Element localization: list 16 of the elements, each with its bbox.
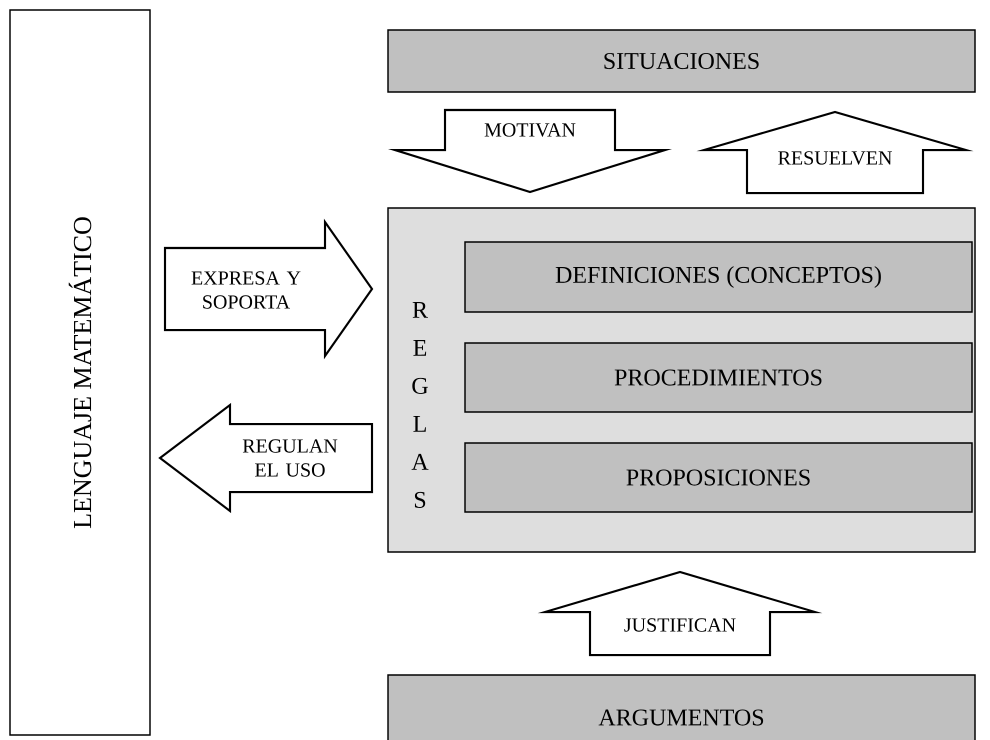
block-arrow xyxy=(388,108,672,194)
side-panel: LENGUAJE MATEMÁTICO xyxy=(9,9,151,736)
edge-label: RESUELVEN xyxy=(778,151,892,165)
edge-label: JUSTIFICAN xyxy=(624,618,736,632)
block-arrow xyxy=(164,218,374,360)
edge-label: MOTIVAN xyxy=(484,123,576,137)
edge-label: EXPRESA Y SOPORTA xyxy=(192,271,300,309)
arguments-box: ARGUMENTOS xyxy=(387,674,976,740)
process-box: PROPOSICIONES xyxy=(464,442,973,513)
block-arrow xyxy=(158,402,374,514)
process-box: DEFINICIONES (CONCEPTOS) xyxy=(464,241,973,313)
block-arrow xyxy=(696,110,974,194)
situations-box: SITUACIONES xyxy=(387,29,976,93)
edge-label: REGULAN EL USO xyxy=(242,439,338,477)
block-arrow xyxy=(538,570,822,656)
process-box: PROCEDIMIENTOS xyxy=(464,342,973,413)
